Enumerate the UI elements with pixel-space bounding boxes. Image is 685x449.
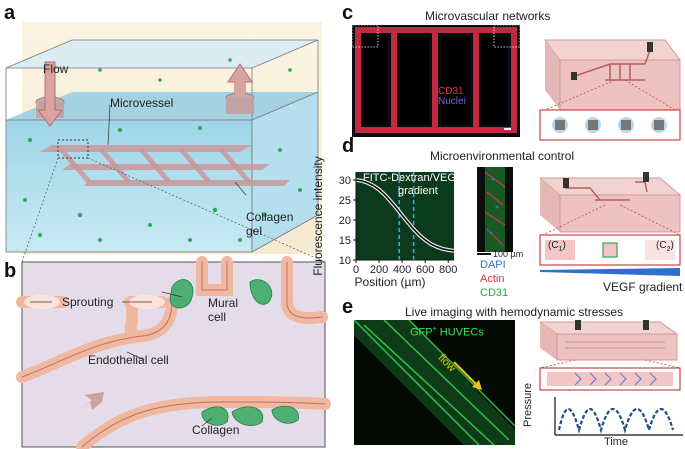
x-tick-label: 600 [416,264,434,276]
chart-annotation-line2: gradient [398,185,438,197]
stain-dapi: DAPI [480,259,506,271]
y-axis-label: Fluorescence intensity [311,156,325,275]
stain-cd31: CD31 [480,287,509,299]
series-line [355,179,455,252]
y-tick-label: 25 [339,195,351,207]
time-label: Time [604,436,629,448]
y-tick-label: 15 [339,235,351,247]
flow-arrow-e [453,361,482,390]
network-image [351,24,521,137]
live-imaging-image [354,320,515,445]
legend-nuclei-c: Nuclei [438,96,466,107]
mural-cell-label: Mural cell [208,296,239,324]
panel-e-letter: e [342,296,354,318]
x-tick-label: 0 [353,264,359,276]
sprouting-label: Sprouting [62,295,114,309]
endothelial-cell-label: Endothelial cell [88,353,169,367]
x-tick-label: 200 [370,264,388,276]
c1-label: (C1) [548,240,566,253]
gfp-huvecs-label: GFP+ HUVECs [410,326,484,339]
y-tick-label: 10 [339,255,351,267]
x-axis-label: Position (µm) [355,275,426,289]
y-tick-label: 30 [339,175,351,187]
panel-e-title: Live imaging with hemodynamic stresses [405,305,624,319]
panel-a-figure [5,22,326,263]
x-tick-label: 400 [393,264,411,276]
microvessel-label: Microvessel [110,96,174,110]
vegf-gradient-label: VEGF gradient [603,280,683,294]
panel-c-device [539,39,681,141]
panel-e-device [538,320,683,436]
stain-actin: Actin [480,273,505,285]
legend-cd31-c: CD31 [438,86,464,97]
x-tick-label: 800 [439,264,457,276]
scale-bar-label: 100 µm [493,249,524,259]
pressure-label: Pressure [522,382,534,427]
scale-bar-line [477,253,491,255]
flow-label-a: Flow [43,62,69,76]
panel-d-device [538,172,682,276]
panel-d-letter: d [342,135,355,157]
chart-annotation-line1: FITC-Dextran/VEGF [363,172,463,184]
collagen-gel-label: Collagen gel [246,210,294,238]
panel-b-letter: b [4,260,17,282]
c2-label: (C2) [656,240,674,253]
y-tick-label: 20 [339,215,351,227]
panel-d-title: Microenvironmental control [430,149,575,163]
panel-c-title: Microvascular networks [425,9,551,23]
panel-c-letter: c [342,2,354,24]
collagen-label: Collagen [192,423,240,437]
panel-b-figure [16,256,331,449]
panel-a-letter: a [4,2,16,24]
stain-image [477,167,513,252]
